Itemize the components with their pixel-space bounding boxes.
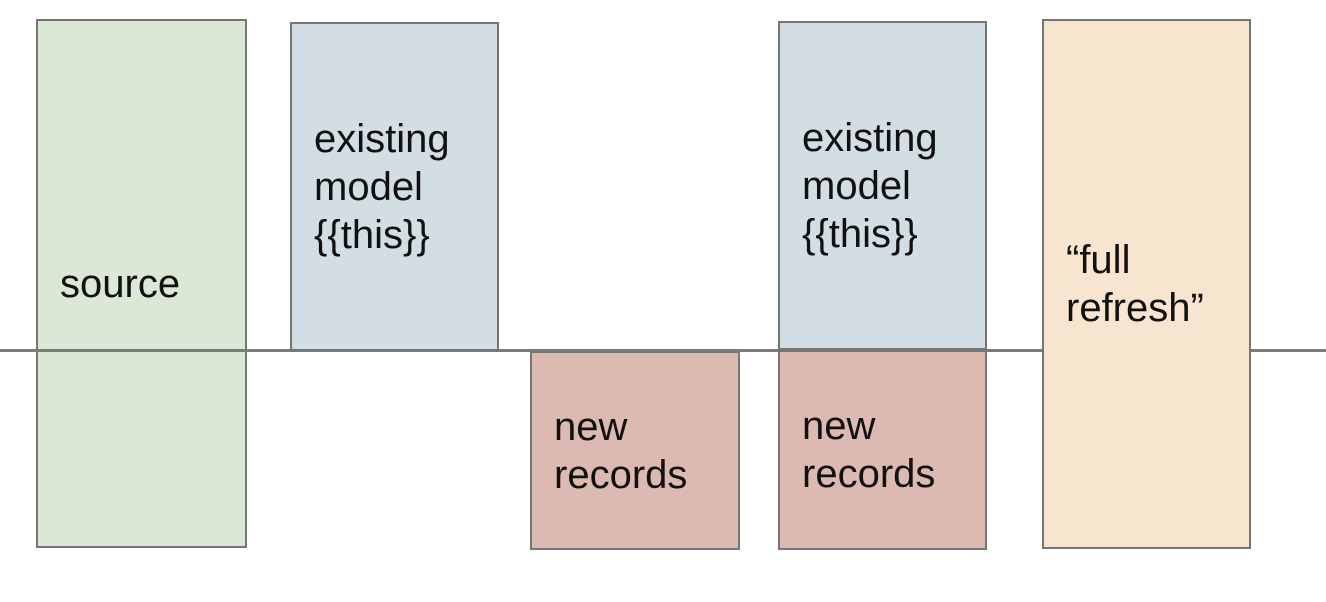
full-refresh-box: “full refresh” — [1042, 19, 1251, 549]
existing-model-box-1: existing model {{this}} — [290, 22, 499, 351]
new-records-box-2: new records — [778, 350, 987, 550]
existing-model-box-2: existing model {{this}} — [778, 21, 987, 350]
source-box: source — [36, 19, 247, 548]
timeline-divider-line — [0, 349, 1326, 352]
new-records-box-1: new records — [530, 351, 740, 550]
